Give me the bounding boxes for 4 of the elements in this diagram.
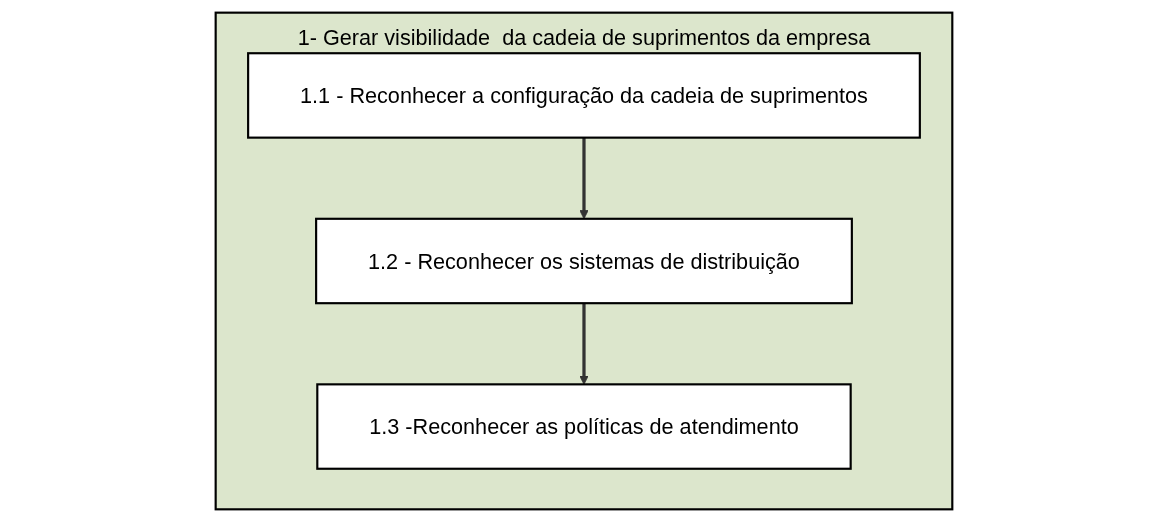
node-box: 1.3 -Reconhecer as políticas de atendimento <box>316 383 852 470</box>
node-box: 1.1 - Reconhecer a configuração da cadeia de suprimentos <box>247 52 921 139</box>
node-box: 1.2 - Reconhecer os sistemas de distribuição <box>315 217 853 305</box>
arrow <box>579 303 589 385</box>
